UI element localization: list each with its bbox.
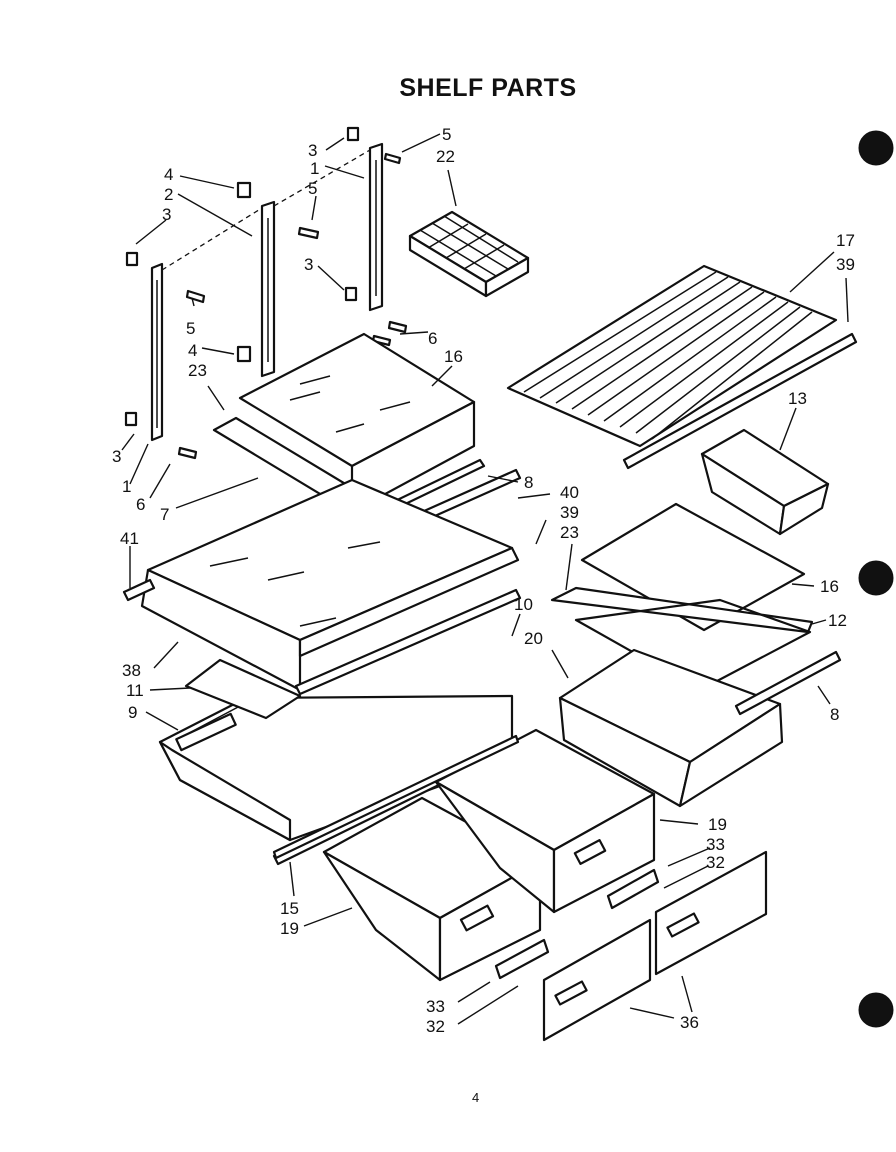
large-glass-shelf <box>122 478 522 696</box>
callout-16: 16 <box>444 347 463 366</box>
callout-6: 6 <box>136 495 145 514</box>
callout-33: 33 <box>426 997 445 1016</box>
callout-5: 5 <box>442 125 451 144</box>
callout-19: 19 <box>280 919 299 938</box>
shelf-ladder-right <box>368 142 384 312</box>
callout-7: 7 <box>160 505 169 524</box>
page-number: 4 <box>472 1090 480 1105</box>
callout-4: 4 <box>188 341 197 360</box>
binder-hole-top <box>858 130 894 166</box>
callout-41: 41 <box>120 529 139 548</box>
rail <box>272 734 520 860</box>
callout-1: 1 <box>310 159 319 178</box>
crisper-drawer-right <box>434 728 656 914</box>
meat-keeper-cover <box>184 658 302 720</box>
wire-shelf <box>506 264 858 470</box>
dairy-bin <box>700 428 830 536</box>
callout-1: 1 <box>122 477 131 496</box>
callout-10: 10 <box>514 595 533 614</box>
binder-hole-middle <box>858 560 894 596</box>
callout-3: 3 <box>308 141 317 160</box>
drawer-handle <box>494 868 660 980</box>
callout-numbers: 3 1 5 22 4 5 2 3 3 5 6 4 23 16 17 39 13 … <box>112 125 855 1036</box>
callout-23: 23 <box>188 361 207 380</box>
callout-23: 23 <box>560 523 579 542</box>
binder-hole-bottom <box>858 992 894 1028</box>
ice-cube-tray <box>408 210 530 298</box>
ladder-screw <box>177 152 408 460</box>
right-glass-shelf <box>550 502 814 692</box>
callout-40: 40 <box>560 483 579 502</box>
callout-3: 3 <box>112 447 121 466</box>
callout-32: 32 <box>426 1017 445 1036</box>
shelf-ladder-left <box>260 200 276 378</box>
callout-12: 12 <box>828 611 847 630</box>
callout-39: 39 <box>560 503 579 522</box>
callout-16: 16 <box>820 577 839 596</box>
drawer-front-right <box>654 850 768 976</box>
drawer-front-left <box>542 918 652 1042</box>
callout-3: 3 <box>162 205 171 224</box>
crisper-pan <box>558 648 842 808</box>
callout-38: 38 <box>122 661 141 680</box>
callout-6: 6 <box>428 329 437 348</box>
shelf-ladder-front-left <box>150 262 164 442</box>
callout-15: 15 <box>280 899 299 918</box>
leader-lines <box>121 133 849 1025</box>
callout-20: 20 <box>524 629 543 648</box>
callout-3: 3 <box>304 255 313 274</box>
callout-8: 8 <box>830 705 839 724</box>
ladder-clip <box>124 126 360 427</box>
callout-5: 5 <box>186 319 195 338</box>
page-title: SHELF PARTS <box>399 74 577 102</box>
callout-19: 19 <box>708 815 727 834</box>
callout-4: 4 <box>164 165 173 184</box>
callout-32: 32 <box>706 853 725 872</box>
callout-39: 39 <box>836 255 855 274</box>
callout-5: 5 <box>308 179 317 198</box>
callout-22: 22 <box>436 147 455 166</box>
callout-33: 33 <box>706 835 725 854</box>
callout-17: 17 <box>836 231 855 250</box>
callout-11: 11 <box>126 681 144 700</box>
callout-8: 8 <box>524 473 533 492</box>
callout-13: 13 <box>788 389 807 408</box>
callout-36: 36 <box>680 1013 699 1032</box>
callout-9: 9 <box>128 703 137 722</box>
callout-2: 2 <box>164 185 173 204</box>
